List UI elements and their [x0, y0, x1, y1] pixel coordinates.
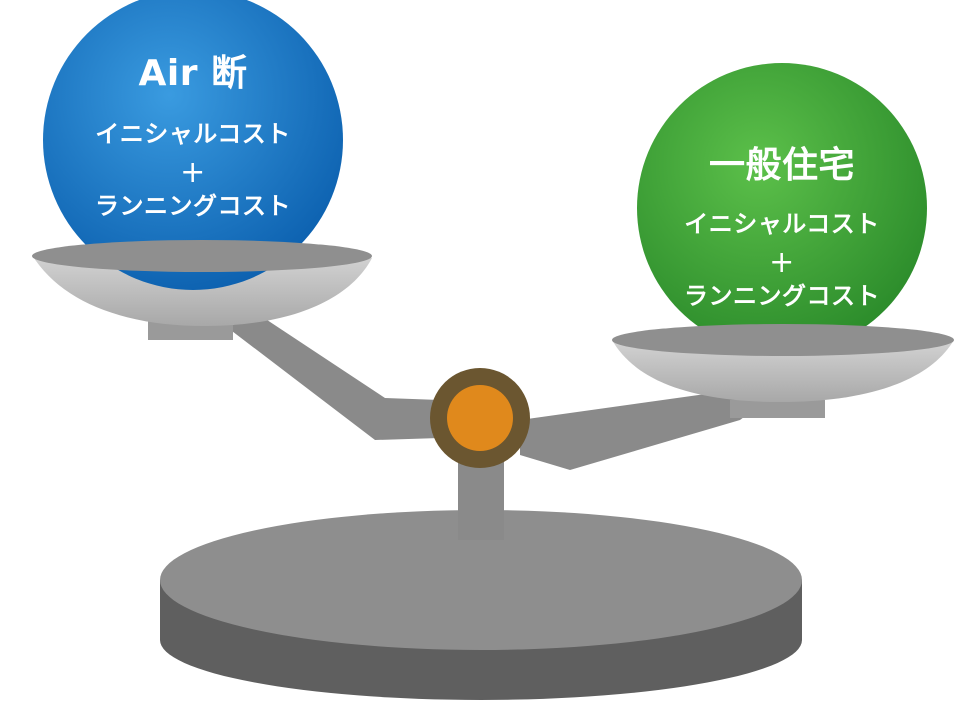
scale-base: [160, 510, 802, 700]
left-ball: [43, 0, 343, 290]
right-ball-line2: ランニングコスト: [684, 282, 880, 310]
right-ball-title: 一般住宅: [708, 145, 855, 186]
right-pan: [612, 340, 954, 418]
right-ball-plus: +: [769, 245, 795, 280]
right-ball-line1: イニシャルコスト: [684, 210, 880, 238]
left-ball-line1: イニシャルコスト: [95, 120, 291, 148]
left-ball-line2: ランニングコスト: [95, 192, 291, 220]
left-ball-title: Air 断: [138, 53, 248, 94]
scale-beam: [228, 312, 760, 470]
right-pan-rim: [612, 324, 954, 356]
left-pan: [32, 255, 372, 340]
left-ball-plus: +: [180, 155, 206, 190]
right-ball: [637, 63, 927, 353]
pivot: [430, 368, 530, 468]
left-pan-rim: [32, 240, 372, 272]
